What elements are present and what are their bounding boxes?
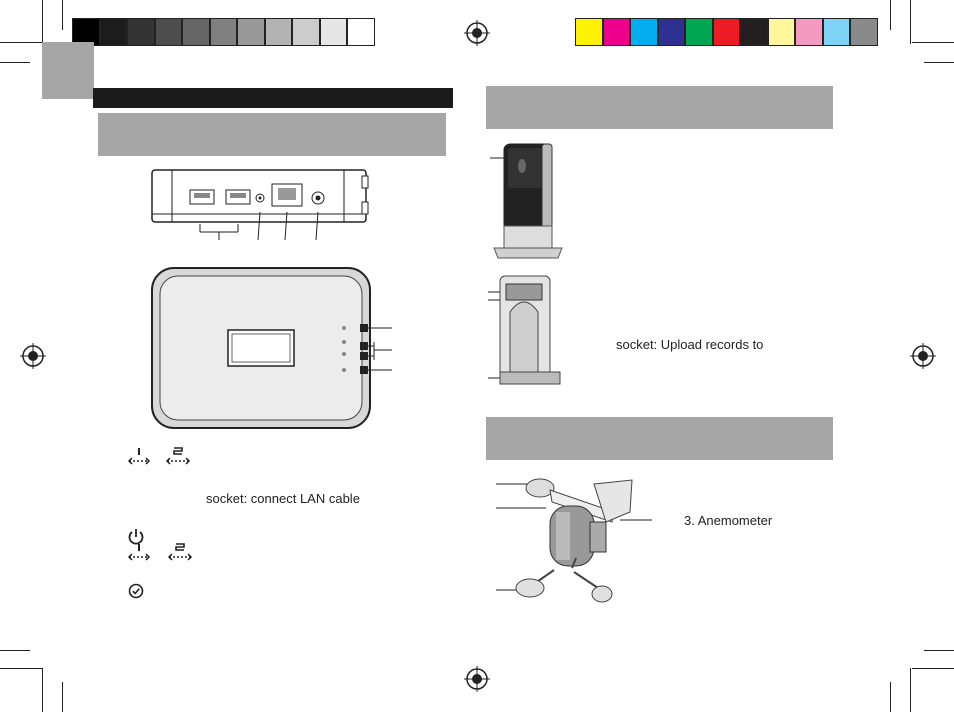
grayscale-swatch (182, 18, 210, 46)
grayscale-swatch (72, 18, 100, 46)
registration-mark-bottom (464, 666, 490, 692)
color-swatch (767, 18, 795, 46)
usb-1-icon (127, 544, 151, 561)
grayscale-swatch (237, 18, 265, 46)
lan-socket-description: socket: connect LAN cable (206, 491, 360, 506)
sensor-back-illustration (488, 275, 561, 385)
grayscale-swatch (319, 18, 347, 46)
registration-mark-top (464, 20, 490, 46)
color-swatch (822, 18, 850, 46)
left-section-band (98, 113, 446, 156)
registration-mark-left (20, 343, 46, 369)
usb-2-icon (165, 447, 191, 465)
color-swatch (795, 18, 823, 46)
color-swatch (630, 18, 658, 46)
color-swatch (712, 18, 740, 46)
anemometer-list-item: 3. Anemometer (684, 513, 773, 528)
sensor-front-illustration (490, 143, 563, 259)
color-swatch (850, 18, 878, 46)
grayscale-swatch (154, 18, 182, 46)
anemometer-illustration (496, 478, 652, 603)
left-header-bar (93, 88, 453, 108)
grayscale-swatch (264, 18, 292, 46)
color-swatch (575, 18, 603, 46)
usb-2-icon (167, 543, 193, 561)
gateway-top-view-illustration (151, 267, 392, 429)
grayscale-swatch (292, 18, 320, 46)
usb-1-icon (127, 448, 151, 465)
power-icon (128, 529, 144, 545)
grayscale-swatch (347, 18, 375, 46)
usb-socket-description: socket: Upload records to (616, 337, 764, 352)
grayscale-swatch (209, 18, 237, 46)
grayscale-swatch (127, 18, 155, 46)
gateway-back-panel-illustration (151, 169, 369, 241)
right-section-band-middle (486, 417, 833, 460)
page-tab (42, 42, 94, 99)
check-circle-icon (128, 583, 144, 599)
registration-mark-right (910, 343, 936, 369)
color-swatch (685, 18, 713, 46)
color-swatch (602, 18, 630, 46)
color-swatch (740, 18, 768, 46)
grayscale-swatch (99, 18, 127, 46)
color-swatch (657, 18, 685, 46)
right-section-band-top (486, 86, 833, 129)
